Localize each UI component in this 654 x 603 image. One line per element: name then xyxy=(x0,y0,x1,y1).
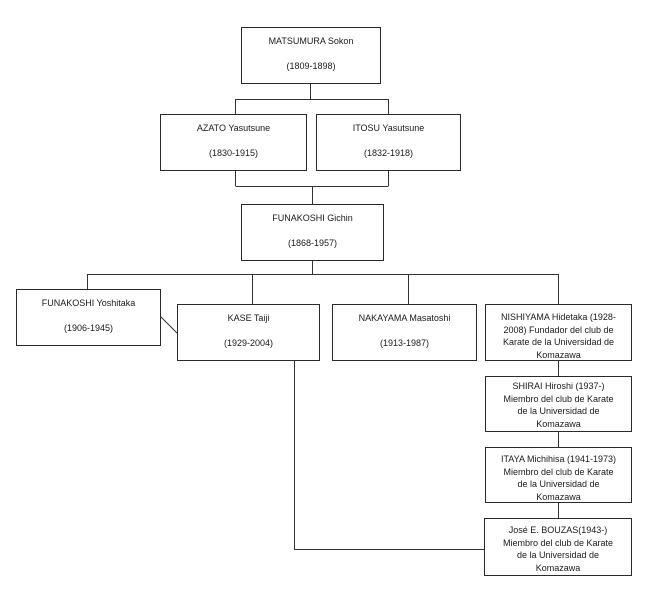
nishiyama-line-4: Komazawa xyxy=(536,349,581,360)
bouzas-line-1: José E. BOUZAS(1943-) xyxy=(508,525,608,535)
node-nakayama: NAKAYAMA Masatoshi (1913-1987) xyxy=(332,304,477,361)
nakayama-name: NAKAYAMA Masatoshi xyxy=(358,313,451,323)
nishiyama-line-1: NISHIYAMA Hidetaka (1928- xyxy=(501,312,616,322)
bouzas-line-3: de la Universidad de xyxy=(516,550,600,560)
itaya-line-2: Miembro del club de Karate xyxy=(503,466,614,477)
itosu-years: (1832-1918) xyxy=(363,147,414,158)
itaya-line-3: de la Universidad de xyxy=(517,479,600,489)
connector-yoshitaka-kase xyxy=(159,315,178,334)
shirai-line-2: Miembro del club de Karate xyxy=(503,393,614,404)
node-bouzas: José E. BOUZAS(1943-) Miembro del club d… xyxy=(484,518,632,576)
node-shirai: SHIRAI Hiroshi (1937-) Miembro del club … xyxy=(485,376,632,432)
itaya-line-4: Komazawa xyxy=(536,491,581,502)
kase-years: (1929-2004) xyxy=(223,337,274,348)
nishiyama-line-3: Karate de la Universidad de xyxy=(502,337,615,347)
node-itosu: ITOSU Yasutsune (1832-1918) xyxy=(316,114,461,171)
funakoshi-gichin-years: (1868-1957) xyxy=(287,237,338,248)
node-kase: KASE Taiji (1929-2004) xyxy=(177,304,320,361)
funakoshi-yoshitaka-years: (1906-1945) xyxy=(63,322,114,333)
azato-years: (1830-1915) xyxy=(208,147,259,158)
matsumura-years: (1809-1898) xyxy=(286,60,336,71)
funakoshi-yoshitaka-name: FUNAKOSHI Yoshitaka xyxy=(41,298,136,308)
nishiyama-line-2: 2008) Fundador del club de xyxy=(503,324,614,335)
matsumura-name: MATSUMURA Sokon xyxy=(268,36,354,46)
node-itaya: ITAYA Michihisa (1941-1973) Miembro del … xyxy=(485,447,632,503)
shirai-line-3: de la Universidad de xyxy=(517,406,600,416)
shirai-line-4: Komazawa xyxy=(536,418,581,429)
node-nishiyama: NISHIYAMA Hidetaka (1928- 2008) Fundador… xyxy=(485,304,632,361)
itaya-line-1: ITAYA Michihisa (1941-1973) xyxy=(500,454,617,464)
kase-name: KASE Taiji xyxy=(227,313,270,323)
funakoshi-gichin-name: FUNAKOSHI Gichin xyxy=(272,213,353,223)
azato-name: AZATO Yasutsune xyxy=(196,123,271,133)
node-azato: AZATO Yasutsune (1830-1915) xyxy=(160,114,307,171)
connector-kase-bouzas xyxy=(294,361,484,550)
itosu-name: ITOSU Yasutsune xyxy=(352,123,425,133)
shirai-line-1: SHIRAI Hiroshi (1937-) xyxy=(512,381,605,391)
nakayama-years: (1913-1987) xyxy=(379,337,430,348)
bouzas-line-4: Komazawa xyxy=(535,562,581,573)
node-funakoshi-yoshitaka: FUNAKOSHI Yoshitaka (1906-1945) xyxy=(16,289,161,346)
bouzas-line-2: Miembro del club de Karate xyxy=(502,537,614,548)
node-matsumura: MATSUMURA Sokon (1809-1898) xyxy=(241,27,381,84)
node-funakoshi-gichin: FUNAKOSHI Gichin (1868-1957) xyxy=(241,204,384,261)
